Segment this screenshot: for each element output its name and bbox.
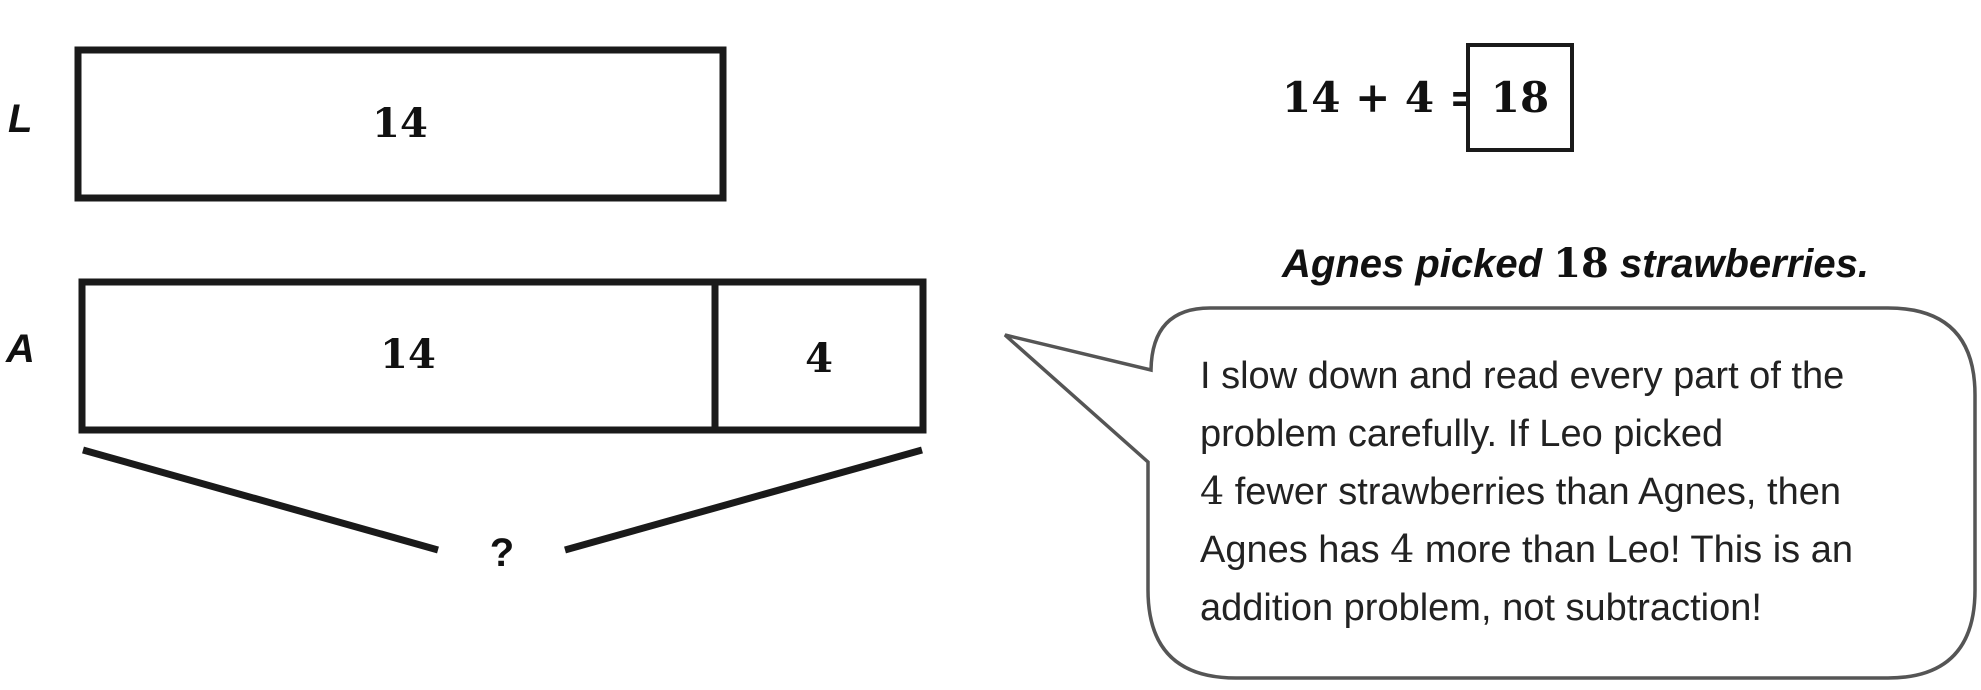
speech-line-2: problem carefully. If Leo picked: [1200, 413, 1723, 455]
total-brace-left: [82, 446, 439, 554]
agnes-tape-part-14: [78, 278, 719, 434]
answer-statement-number: 18: [1553, 240, 1609, 287]
speech-line-3-number: 4: [1200, 469, 1224, 513]
answer-statement-prefix: Agnes picked: [1281, 242, 1553, 286]
speech-line-3: 4 fewer strawberries than Agnes, then: [1200, 469, 1841, 513]
leo-tape-value: 14: [372, 100, 428, 147]
speech-line-4-pre: Agnes has: [1200, 529, 1390, 571]
speech-bubble: [1003, 306, 1977, 680]
equation-answer-box: [1466, 43, 1574, 152]
answer-statement: Agnes picked 18 strawberries.: [1281, 240, 1869, 287]
speech-line-4: Agnes has 4 more than Leo! This is an: [1200, 527, 1853, 571]
answer-statement-suffix: strawberries.: [1609, 242, 1869, 286]
total-brace-right: [564, 446, 923, 554]
speech-line-4-number: 4: [1390, 527, 1414, 571]
unknown-total-label: ?: [490, 531, 514, 575]
equation-answer: 18: [1491, 73, 1549, 122]
agnes-row-label: A: [5, 327, 35, 371]
leo-row-label: L: [8, 97, 32, 141]
leo-tape: [74, 46, 727, 202]
speech-line-3-text: fewer strawberries than Agnes, then: [1224, 471, 1841, 513]
agnes-tape-part-4: [711, 278, 927, 434]
agnes-tape-value-4: 4: [805, 335, 833, 382]
speech-line-1: I slow down and read every part of the: [1200, 355, 1844, 397]
speech-line-4-post: more than Leo! This is an: [1414, 529, 1853, 571]
equation-expression: 14 + 4 =: [1282, 73, 1484, 122]
speech-line-5: addition problem, not subtraction!: [1200, 587, 1762, 629]
agnes-tape-value-14: 14: [380, 331, 436, 378]
